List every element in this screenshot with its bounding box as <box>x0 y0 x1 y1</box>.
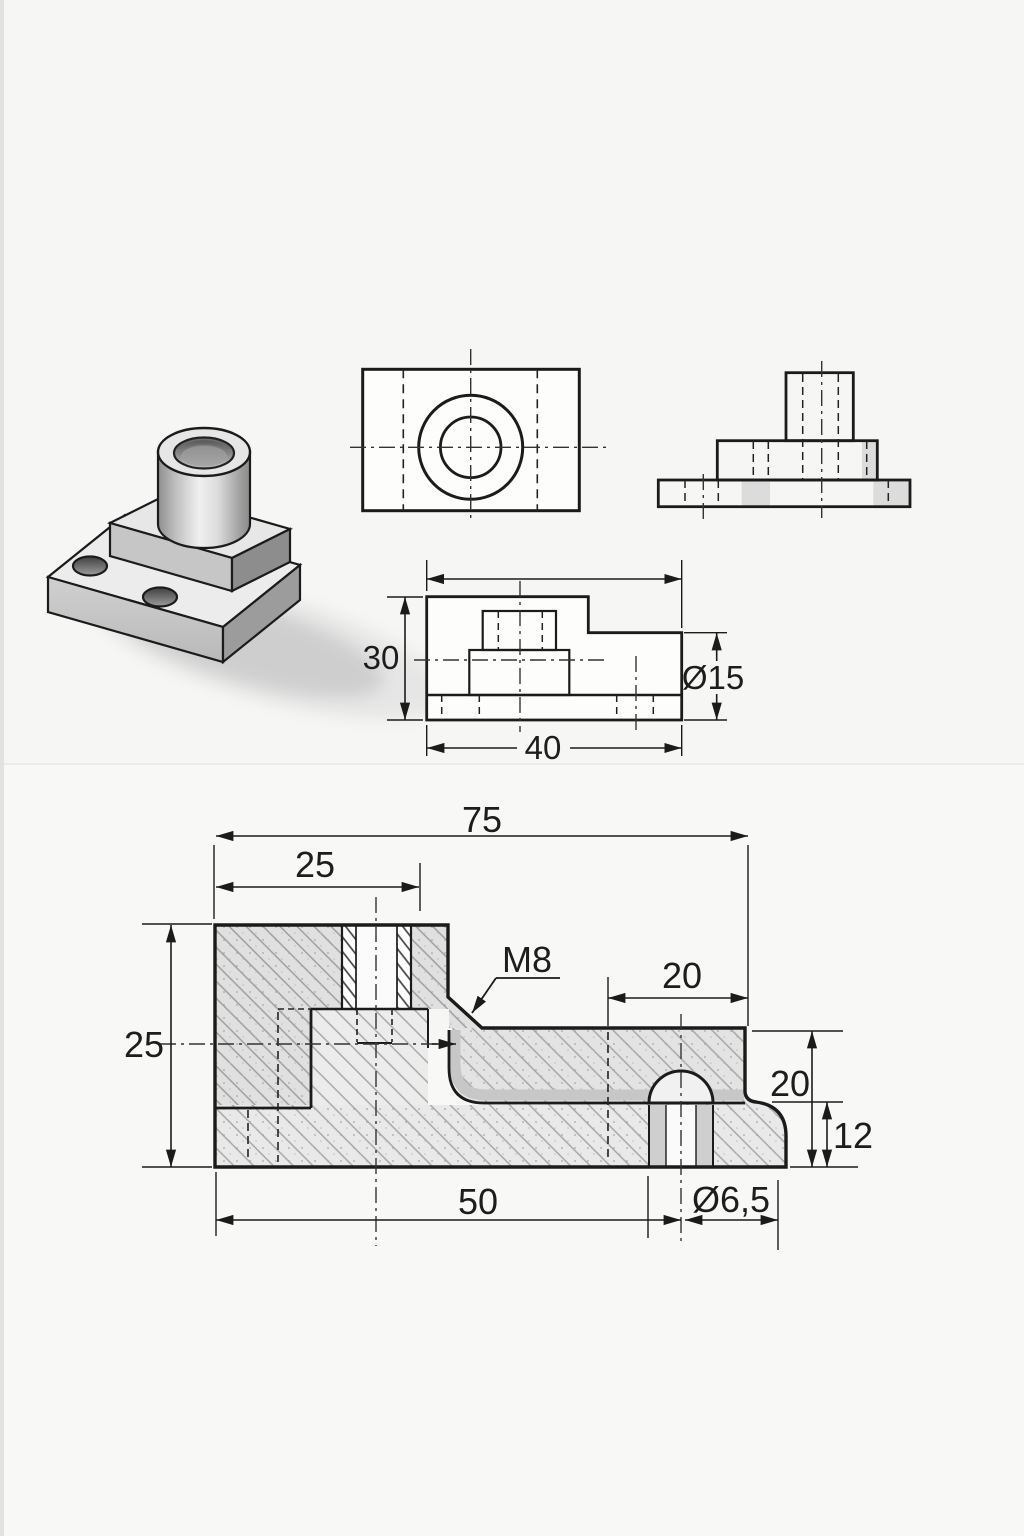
section-centerlines <box>160 897 682 1246</box>
dim-label-20-top: 20 <box>662 955 702 996</box>
iso-bore-inner-wall <box>181 445 227 467</box>
dim-label-30: 30 <box>363 639 400 676</box>
dim-label-20-right: 20 <box>770 1063 810 1104</box>
dim-label-25-left: 25 <box>124 1024 164 1065</box>
section-hatch-regions <box>215 925 786 1167</box>
front-view-shade-2 <box>873 480 910 506</box>
isometric-view <box>45 426 447 720</box>
dim-label-40: 40 <box>525 729 562 766</box>
section-relief-gap <box>428 1009 449 1049</box>
dim-label-50: 50 <box>458 1181 498 1222</box>
iso-thread-hint <box>177 438 231 450</box>
iso-thread-hint-2 <box>179 444 229 455</box>
side-view-hidden-lines <box>440 611 655 720</box>
section-hidden-lines <box>247 1008 609 1162</box>
dim-label-25-top: 25 <box>295 844 335 885</box>
front-view-shade-3 <box>862 441 878 480</box>
front-view-outline <box>656 371 912 509</box>
dim-label-d15: Ø15 <box>682 659 744 696</box>
side-view-extension-lines <box>387 560 727 756</box>
iso-base-right-face <box>221 562 302 665</box>
section-extension-lines <box>142 845 858 1250</box>
section-dimension-lines <box>165 830 833 1226</box>
dim-label-75: 75 <box>462 799 502 840</box>
front-view-centerlines <box>702 361 823 520</box>
thread-callout-m8: M8 <box>502 939 552 980</box>
sheet-fold-line <box>0 763 1024 765</box>
iso-base-hole-left <box>71 555 109 577</box>
top-view <box>350 349 610 522</box>
dim-label-12: 12 <box>833 1115 873 1156</box>
sheet-left-edge <box>0 0 4 1536</box>
section-fillet-band <box>449 1030 744 1101</box>
iso-block-right-face <box>230 527 292 593</box>
front-view-shade-1 <box>741 480 770 506</box>
side-view: 30 40 Ø15 <box>363 560 744 766</box>
top-view-hidden-lines <box>402 369 539 511</box>
dim-label-d65: Ø6,5 <box>692 1179 770 1220</box>
side-view-dimension-lines <box>399 573 722 754</box>
front-view-hidden-lines <box>684 374 890 506</box>
section-inner-lines <box>215 925 745 1110</box>
front-view <box>656 361 912 520</box>
thread-leader <box>471 977 560 1014</box>
iso-base-hole-right <box>141 586 179 608</box>
side-view-outline <box>425 595 684 722</box>
side-view-centerlines <box>414 581 637 733</box>
top-view-centerlines <box>350 349 610 522</box>
section-outline <box>213 923 788 1169</box>
section-view: 75 25 25 M8 20 20 12 50 Ø6,5 <box>124 799 873 1250</box>
section-hole-bottom <box>648 1105 714 1167</box>
iso-cylinder-body <box>156 450 252 550</box>
